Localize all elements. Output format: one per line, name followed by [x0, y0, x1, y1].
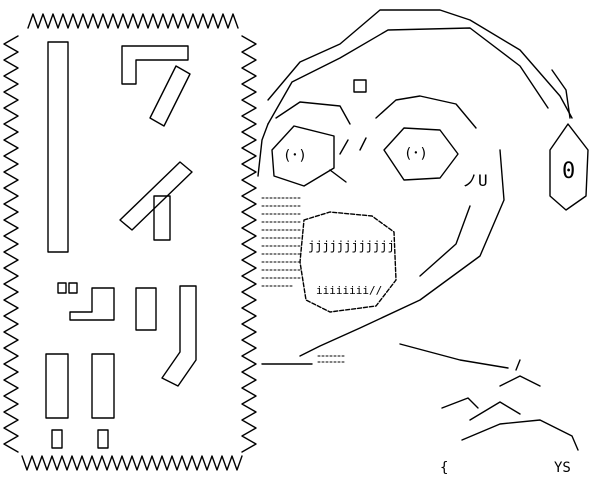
panel-left-zigzag — [3, 35, 19, 453]
nose-right — [359, 137, 367, 151]
right-eye-pupil: (･) — [404, 146, 428, 162]
left-eye-pupil: (･) — [283, 148, 307, 164]
sign-tab-left — [51, 429, 63, 449]
panel-right-zigzag — [241, 35, 257, 453]
bottom-right-glyph: YS — [554, 460, 571, 476]
sign-dot-1 — [57, 282, 67, 294]
head-outline-inner — [267, 27, 549, 125]
head-outline-outer — [267, 9, 573, 119]
left-eye — [271, 125, 335, 187]
sign-tall-bar-left — [45, 353, 69, 419]
right-eyebrow — [375, 95, 477, 129]
sign-i-diag — [119, 161, 193, 231]
sign-ri-left — [135, 287, 157, 331]
right-eye — [383, 127, 459, 181]
head-outline-left — [257, 123, 269, 177]
sign-wa-stroke-diag — [149, 65, 191, 127]
chin-right — [399, 343, 509, 369]
mouth-outline — [299, 211, 397, 313]
mouth-upper-teeth: jjjjjjjjjjjj — [308, 239, 395, 253]
panel-top-zigzag — [27, 13, 239, 29]
left-eyebrow — [275, 101, 351, 125]
ear-outline — [549, 123, 589, 211]
cheek-hatching — [261, 197, 347, 363]
bottom-left-glyph: { — [440, 460, 448, 476]
sign-wa-stroke-top — [121, 45, 189, 85]
sign-small-wa-top — [69, 287, 115, 321]
ear-glyph: 0 — [562, 159, 575, 184]
hand — [441, 359, 579, 451]
sign-panel — [3, 13, 257, 471]
forehead-square — [353, 79, 367, 93]
screaming-face: (･) (･) ノU jjjjjjjjjjjj iiiiiiii// 0 — [257, 9, 589, 476]
head-right-side — [299, 149, 505, 357]
sign-dot-2 — [68, 282, 78, 294]
sign-ri-right — [161, 285, 197, 387]
ear-stem — [551, 69, 571, 119]
sign-i-stem — [153, 195, 171, 241]
sign-tab-right — [97, 429, 109, 449]
head-right-side-inner — [419, 205, 471, 277]
cheek-mark: ノU — [462, 171, 488, 190]
nose-left — [339, 139, 349, 155]
sign-tall-bar-right — [91, 353, 115, 419]
mouth-lower-teeth: iiiiiiii// — [316, 284, 382, 297]
nose-under — [329, 169, 347, 183]
sign-vertical-bar — [47, 41, 69, 253]
panel-bottom-zigzag — [21, 455, 243, 471]
